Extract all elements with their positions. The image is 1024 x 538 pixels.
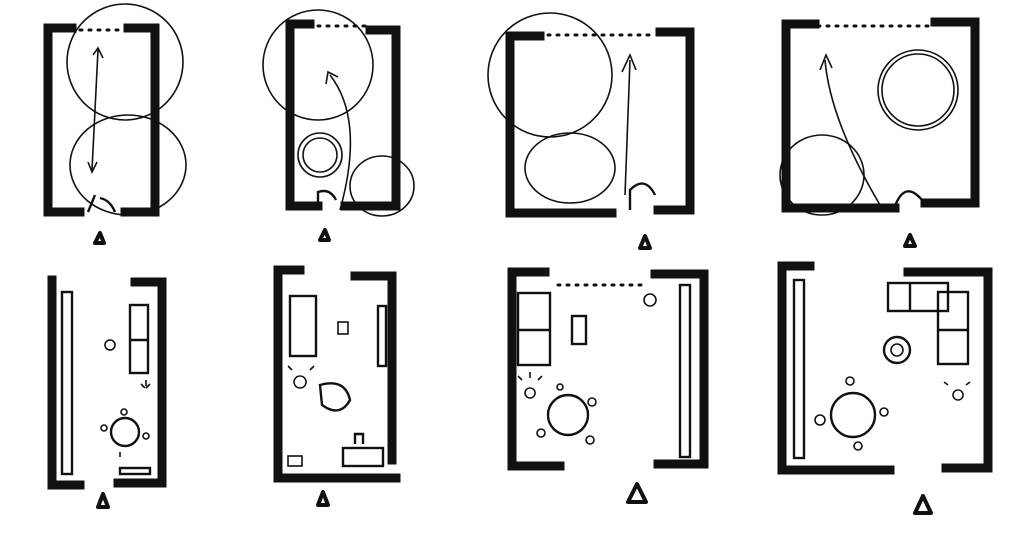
armchair <box>318 382 352 412</box>
lamp-icon <box>517 372 543 399</box>
plan-6-furniture <box>273 265 401 507</box>
dining-table <box>109 416 141 448</box>
built-in-shelf <box>792 278 806 460</box>
dining-table <box>546 393 590 437</box>
entrance-marker <box>93 231 106 245</box>
plan-4-circulation <box>779 17 980 248</box>
entrance-marker <box>316 490 330 507</box>
plan-5-furniture <box>47 275 167 509</box>
entrance-marker <box>96 492 110 509</box>
armchair <box>882 335 912 365</box>
plan-7-furniture <box>507 267 709 504</box>
plant-icon <box>643 293 657 307</box>
plan-3-circulation <box>487 12 695 250</box>
entrance-marker <box>318 228 331 242</box>
dining-table <box>829 391 877 439</box>
sofa <box>288 294 318 358</box>
sectional-sofa <box>886 281 950 313</box>
plan-1-circulation <box>43 3 187 245</box>
lamp-icon <box>943 381 971 401</box>
entrance-marker <box>903 233 917 248</box>
console <box>341 446 385 468</box>
built-in-shelf <box>60 290 74 476</box>
shelf <box>376 304 388 368</box>
lamp-icon <box>140 380 151 389</box>
entrance-marker <box>638 234 652 250</box>
lamp-icon <box>287 365 315 389</box>
plan-8-furniture <box>777 261 993 515</box>
coffee-table <box>570 314 588 346</box>
armchair <box>104 339 116 351</box>
entrance-marker <box>913 494 933 515</box>
plan-2-circulation <box>262 9 415 242</box>
entrance-marker <box>626 482 648 504</box>
built-in-shelf <box>678 283 692 459</box>
